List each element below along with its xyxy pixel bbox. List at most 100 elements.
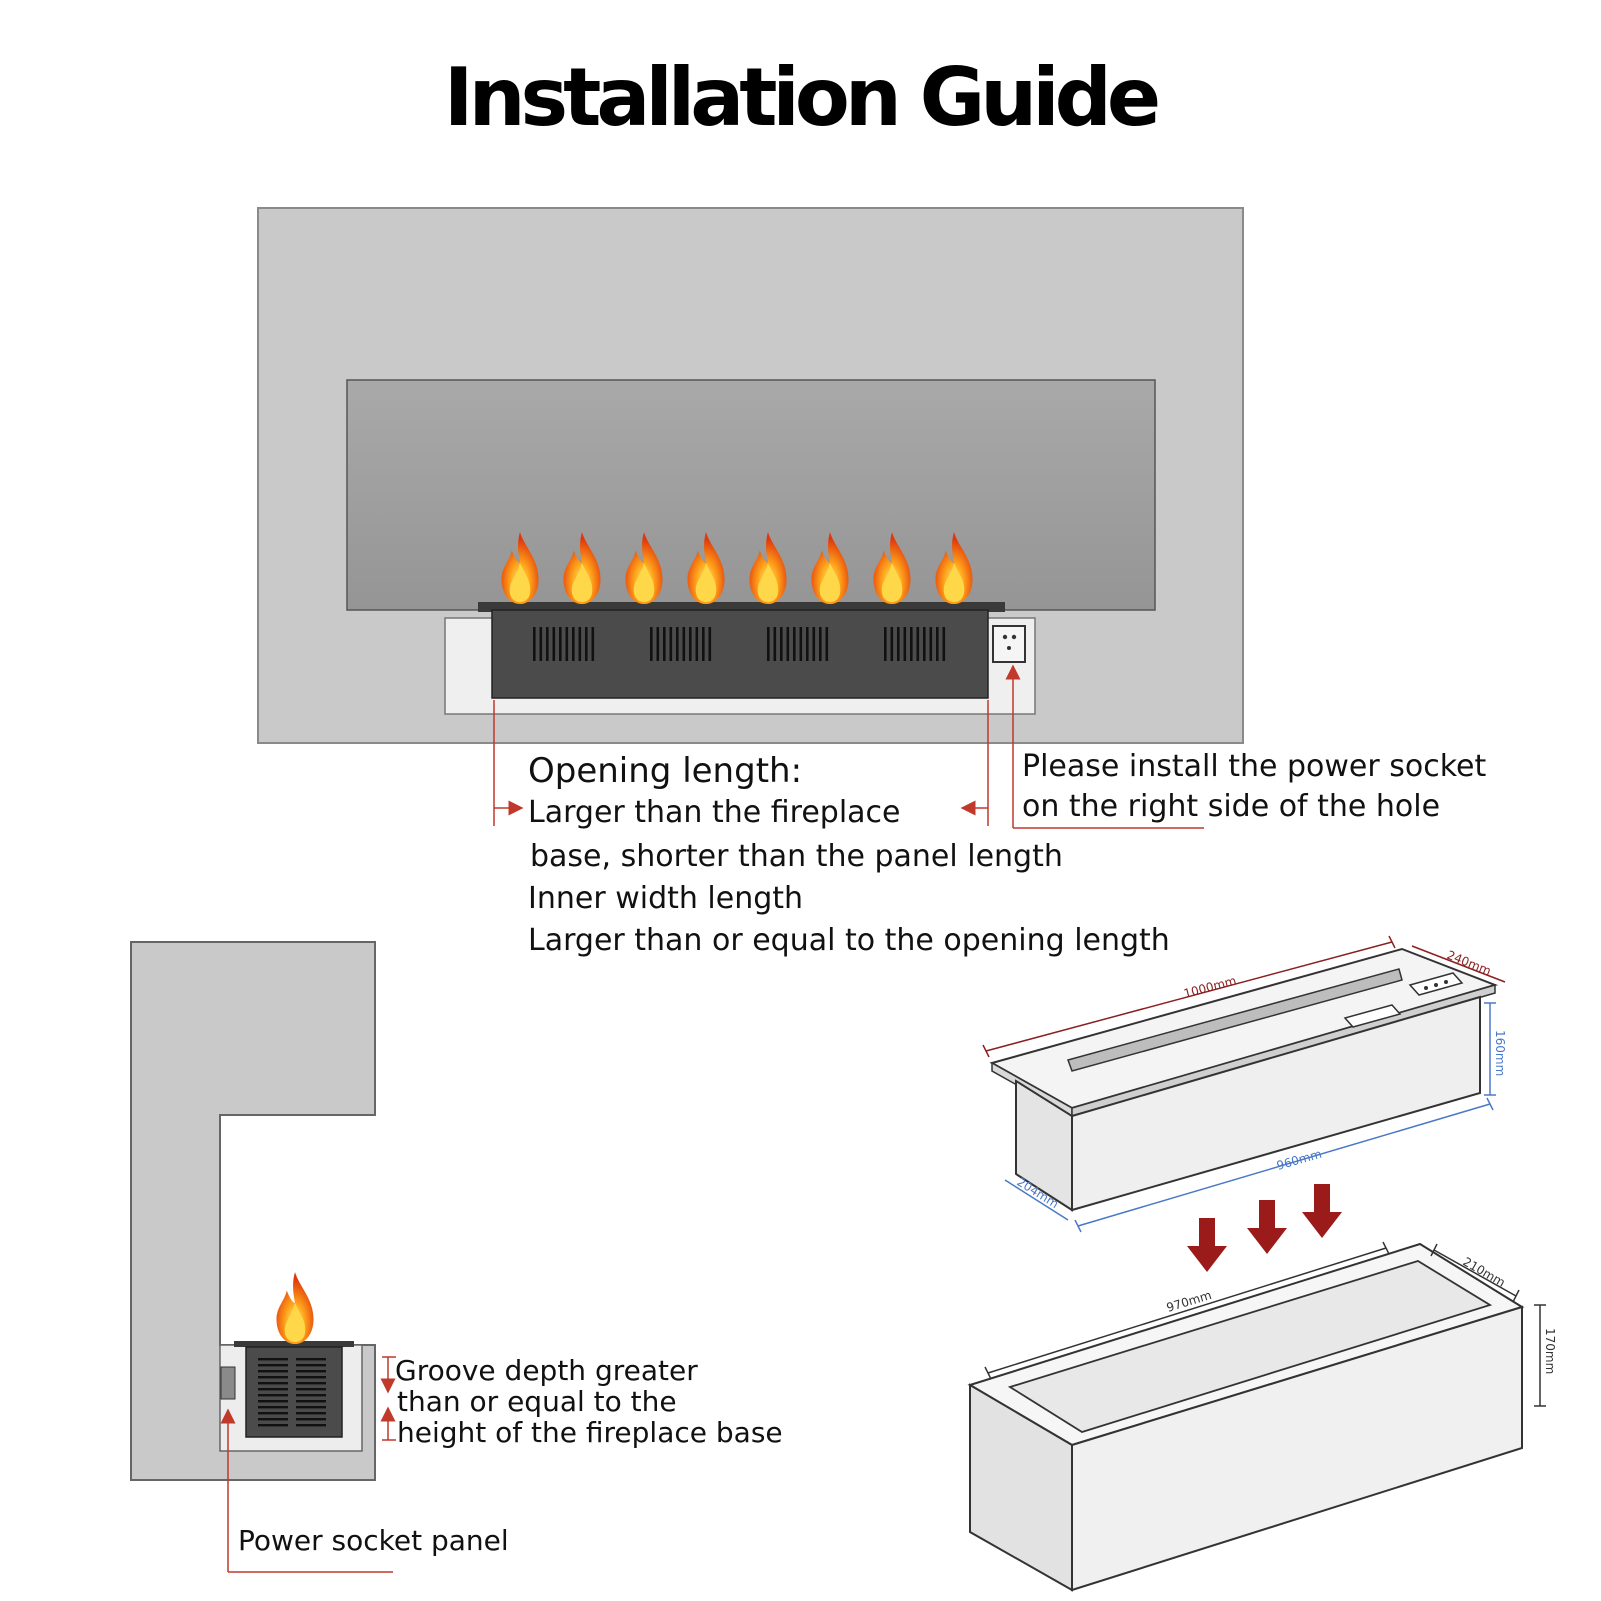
socket-hole (1002, 634, 1008, 640)
groove-note-line3: height of the fireplace base (397, 1416, 783, 1449)
fuel-slot (1067, 968, 1403, 1072)
vent-slot (533, 627, 536, 661)
vent-slot (296, 1382, 326, 1385)
insert-arrows (1187, 1184, 1342, 1272)
burner-cover (1343, 1004, 1402, 1028)
dimension-box-depth (1430, 1243, 1520, 1303)
power-socket-panel-label: Power socket panel (238, 1524, 509, 1557)
vent-slot (539, 627, 543, 661)
vent-slot (916, 627, 920, 661)
vent-slot (296, 1388, 326, 1391)
opening-length-line1: Larger than the fireplace (528, 795, 901, 830)
vent-slot (929, 627, 933, 661)
burner-body-front (1071, 995, 1481, 1212)
vent-slot (585, 627, 588, 661)
vent-slot (552, 627, 556, 661)
vent-slot (793, 627, 796, 661)
down-arrow (1247, 1200, 1287, 1254)
vent-slot (296, 1400, 326, 1403)
vent-slot (296, 1406, 326, 1409)
vent-slot (296, 1376, 326, 1379)
vent-slot (786, 627, 790, 661)
vent-slot (258, 1412, 288, 1415)
vent-slot (258, 1418, 288, 1421)
vent-slot (565, 627, 569, 661)
down-arrow (1302, 1184, 1342, 1238)
vent-slot (591, 627, 595, 661)
burner-vents (533, 627, 946, 661)
burner-top-plate (478, 602, 1005, 612)
down-arrow (1187, 1218, 1227, 1272)
vent-slot (258, 1364, 288, 1367)
side-flame (276, 1272, 314, 1344)
side-burner-plate (234, 1341, 354, 1347)
dimension-top-height (1484, 1002, 1496, 1096)
socket-hole (1007, 646, 1011, 650)
vent-slot (682, 627, 686, 661)
vent-slot (702, 627, 705, 661)
vent-slot (258, 1400, 288, 1403)
vent-slot (884, 627, 887, 661)
vent-slot (910, 627, 913, 661)
vent-slot (296, 1394, 326, 1397)
front-view: Opening length: Larger than the fireplac… (257, 207, 1486, 958)
vent-slot (258, 1388, 288, 1391)
vent-slot (812, 627, 816, 661)
vent-slot (799, 627, 803, 661)
vent-slot (296, 1424, 326, 1427)
vent-slot (578, 627, 582, 661)
side-burner-body (245, 1346, 343, 1438)
vent-slot (650, 627, 653, 661)
vent-slot (825, 627, 829, 661)
vent-slot (767, 627, 770, 661)
dimension-top-length (982, 935, 1396, 1058)
vent-slot (669, 627, 673, 661)
vent-slot (296, 1370, 326, 1373)
vent-slot (258, 1424, 288, 1427)
inner-width-heading: Inner width length (528, 881, 803, 916)
vent-slot (923, 627, 926, 661)
box-inner-recess (1007, 1260, 1493, 1433)
vent-slot (819, 627, 822, 661)
vent-slot (676, 627, 679, 661)
dimension-top-depth (1411, 945, 1506, 983)
isometric-burner: 1000mm 240mm 160mm 960mm 204mm (982, 935, 1507, 1233)
vent-slot (708, 627, 712, 661)
dimension-box-height (1534, 1304, 1546, 1407)
vent-slot (296, 1364, 326, 1367)
opening-annotation-lines (493, 664, 1204, 829)
vent-slot (258, 1358, 288, 1361)
side-annotation-lines (220, 1356, 396, 1573)
vent-slot (296, 1412, 326, 1415)
vent-slot (903, 627, 907, 661)
isometric-box: 970mm 210mm 170mm (967, 1241, 1557, 1592)
vent-slot (258, 1376, 288, 1379)
vent-slot (296, 1358, 326, 1361)
vent-slot (936, 627, 939, 661)
control-button (1424, 986, 1428, 990)
vent-slot (258, 1406, 288, 1409)
vent-slot (942, 627, 946, 661)
vent-slot (258, 1394, 288, 1397)
vent-slot (689, 627, 692, 661)
vent-slot (780, 627, 783, 661)
dimension-box-length (984, 1241, 1390, 1380)
vent-slot (656, 627, 660, 661)
box-front-face (1071, 1305, 1523, 1592)
vent-slot (773, 627, 777, 661)
socket-note-line2: on the right side of the hole (1022, 789, 1440, 824)
socket-hole (1011, 634, 1017, 640)
vent-slot (559, 627, 562, 661)
vent-slot (695, 627, 699, 661)
vent-slot (258, 1370, 288, 1373)
opening-length-heading: Opening length: (528, 751, 802, 791)
vent-slot (546, 627, 549, 661)
vent-slot (806, 627, 809, 661)
power-socket (992, 625, 1026, 663)
vent-slot (897, 627, 900, 661)
vent-slot (258, 1382, 288, 1385)
inner-width-line: Larger than or equal to the opening leng… (528, 923, 1170, 958)
vent-slot (663, 627, 666, 661)
dimension-label-box-height: 170mm (1543, 1328, 1557, 1374)
